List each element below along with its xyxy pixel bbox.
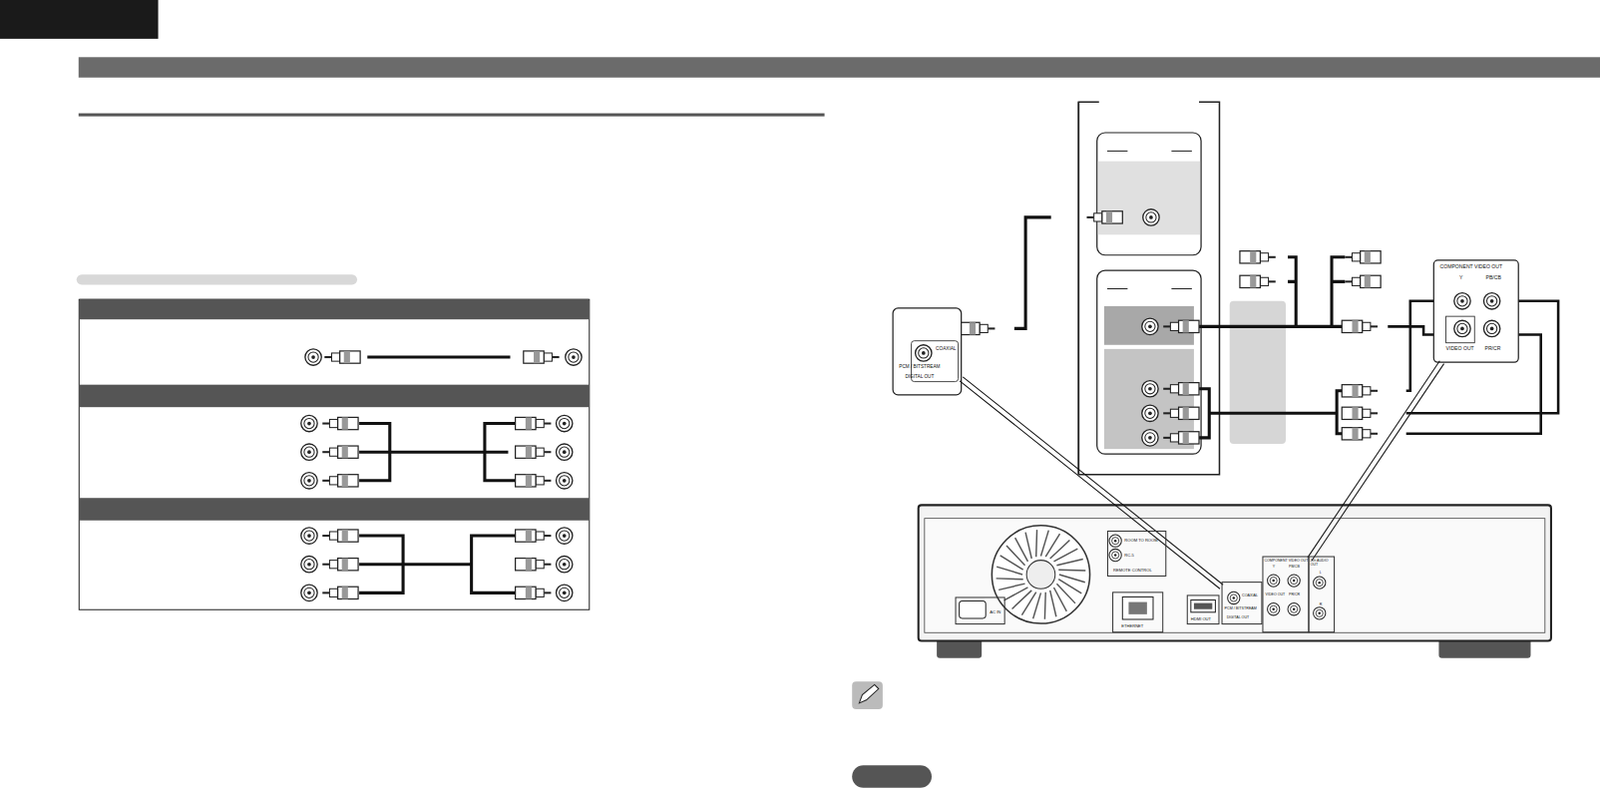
jack-label: PR/CR <box>1288 593 1300 598</box>
leader-line <box>1307 361 1445 561</box>
jack-label: PCM / BITSTREAM <box>1224 607 1257 612</box>
jack-label: Y <box>1459 275 1463 282</box>
jack-label: PB/CB <box>1485 275 1501 282</box>
leader-line <box>959 377 1223 589</box>
jack-label: AC IN <box>989 610 1001 615</box>
jack-label: PCM / BITSTREAM <box>898 364 940 370</box>
jack-label: L <box>1319 571 1322 576</box>
ac-inlet: AC IN <box>955 596 1006 625</box>
component-video-jacks: COMPONENT VIDEO OUTY PB/CB VIDEO OUTPR/CR <box>1261 556 1309 634</box>
jack-label: PB/CB <box>1288 565 1300 570</box>
digital-out-jack: COAXIAL PCM / BITSTREAM DIGITAL OUT <box>1221 581 1263 625</box>
remote-control-panel: ROOM TO ROOM RC-5REMOTE CONTROL <box>1107 530 1167 577</box>
jack-label: DIGITAL OUT <box>904 373 934 379</box>
jack-label: DIGITAL OUT <box>1226 616 1250 621</box>
ethernet-port: ETHERNET <box>1112 591 1164 633</box>
hdmi-out-port: HDMI OUT <box>1187 594 1220 625</box>
component-video-callout: COMPONENT VIDEO OUT Y PB/CB VIDEO OUT PR/CR <box>1433 260 1519 363</box>
jack-label: COMPONENT VIDEO OUT <box>1263 559 1308 564</box>
audio-out-jacks: 2ch AUDIO OUT L R <box>1307 556 1334 634</box>
jack-label: COAXIAL <box>1241 594 1258 599</box>
jack-label: VIDEO OUT <box>1265 593 1286 598</box>
jack-label: 2ch AUDIO OUT <box>1310 559 1334 568</box>
jack-label: Y <box>1272 565 1275 570</box>
jack-label: ETHERNET <box>1121 624 1144 629</box>
jack-label: R <box>1319 603 1323 608</box>
jack-label: COMPONENT VIDEO OUT <box>1439 264 1503 271</box>
jack-label: ROOM TO ROOM <box>1124 538 1158 543</box>
jack-label: RC-5 <box>1124 552 1135 557</box>
jack-label: COAXIAL <box>935 346 956 352</box>
jack-label: VIDEO OUT <box>1446 346 1475 353</box>
jack-label: HDMI OUT <box>1191 617 1211 622</box>
digital-out-callout: COAXIAL PCM / BITSTREAM DIGITAL OUT <box>892 308 962 396</box>
jack-label: REMOTE CONTROL <box>1113 568 1153 573</box>
jack-label: PR/CR <box>1484 346 1501 353</box>
